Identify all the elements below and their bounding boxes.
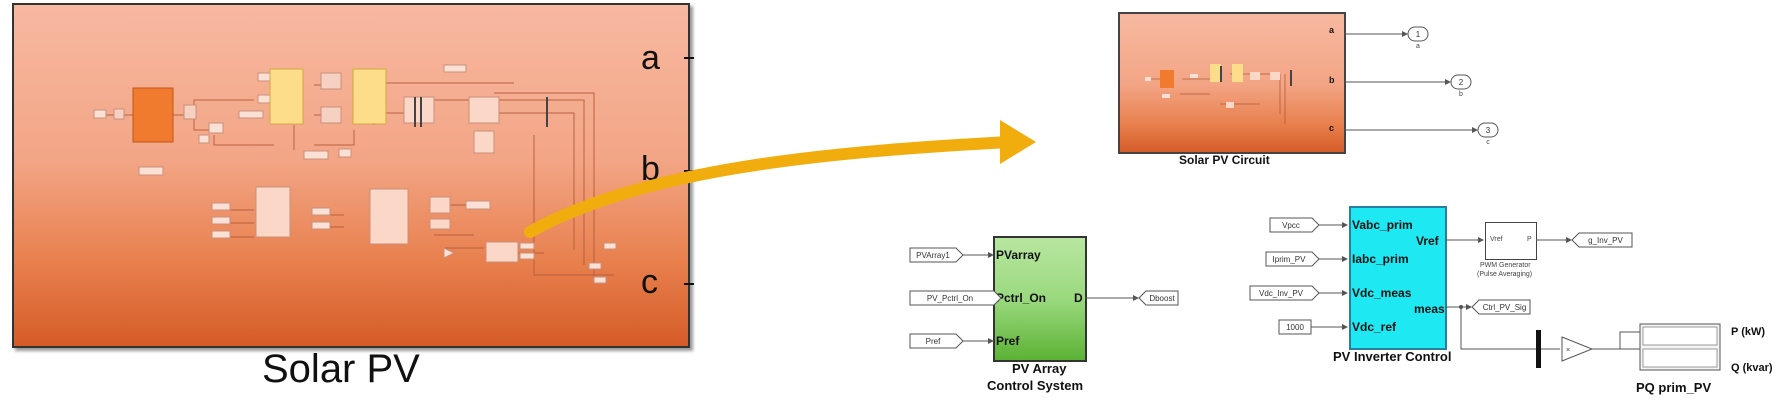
- goto-dboost[interactable]: Dboost: [1149, 293, 1175, 303]
- solar-pv-port-a: a: [641, 39, 660, 77]
- from-pv-pctrl-on[interactable]: PV_Pctrl_On: [926, 293, 974, 303]
- from-vpcc[interactable]: Vpcc: [1282, 220, 1300, 230]
- outport-1-name: a: [1416, 43, 1420, 50]
- demux-bar: [1536, 330, 1541, 368]
- pv-array-caption-2: Control System: [987, 378, 1084, 393]
- solar-pv-port-b: b: [641, 150, 660, 188]
- const-vdc-ref[interactable]: 1000: [1286, 322, 1304, 332]
- solar-pv-circuit-inner: [1145, 64, 1292, 124]
- outport-2[interactable]: 2: [1458, 77, 1464, 87]
- circuit-port-a: a: [1329, 25, 1335, 35]
- solar-pv-inner-model: [93, 64, 617, 284]
- outport-1[interactable]: 1: [1415, 29, 1421, 39]
- outport-3[interactable]: 3: [1485, 125, 1491, 135]
- from-vdc-inv-pv[interactable]: Vdc_Inv_PV: [1258, 288, 1304, 298]
- pv-array-caption-1: PV Array: [1012, 361, 1067, 376]
- from-pvarray1[interactable]: PVArray1: [916, 250, 950, 260]
- inv-in-vdc-ref: Vdc_ref: [1352, 320, 1397, 334]
- outport-3-name: c: [1486, 139, 1490, 146]
- outport-2-name: b: [1459, 91, 1463, 98]
- pv-inverter-caption: PV Inverter Control: [1333, 349, 1452, 364]
- goto-ctrl-pv-sig[interactable]: Ctrl_PV_Sig: [1482, 302, 1527, 312]
- inv-out-vref: Vref: [1416, 234, 1439, 248]
- pv-array-in-pref: Pref: [996, 334, 1020, 348]
- inv-in-iabc-prim: Iabc_prim: [1352, 252, 1409, 266]
- pwm-caption-2: (Pulse Averaging): [1477, 271, 1533, 278]
- pv-array-in-pvarray: PVarray: [996, 248, 1041, 262]
- pq-q-label: Q (kvar): [1731, 362, 1773, 374]
- solar-pv-port-c: c: [641, 263, 658, 301]
- solar-pv-circuit-caption: Solar PV Circuit: [1179, 153, 1270, 167]
- svg-text:×: ×: [1566, 347, 1570, 354]
- pwm-caption-1: PWM Generator: [1480, 262, 1531, 269]
- from-pref[interactable]: Pref: [925, 336, 941, 346]
- solar-pv-caption: Solar PV: [262, 347, 420, 391]
- pv-array-out-d: D: [1074, 291, 1083, 305]
- solar-pv-circuit-block[interactable]: [1118, 12, 1346, 154]
- pq-display-caption: PQ prim_PV: [1636, 380, 1712, 395]
- circuit-port-c: c: [1329, 123, 1335, 133]
- pv-array-in-pctrl-on: Pctrl_On: [996, 291, 1047, 305]
- pwm-in-vref: Vref: [1490, 236, 1503, 243]
- solar-pv-subsystem[interactable]: [12, 3, 690, 348]
- pv-array-control-block[interactable]: [993, 236, 1087, 362]
- pwm-generator-block[interactable]: [1485, 222, 1537, 260]
- from-iprim-pv[interactable]: Iprim_PV: [1272, 254, 1306, 264]
- pwm-out-p: P: [1527, 236, 1532, 243]
- inv-in-vdc-meas: Vdc_meas: [1352, 286, 1412, 300]
- goto-g-inv-pv[interactable]: g_Inv_PV: [1588, 235, 1623, 245]
- circuit-port-b: b: [1329, 75, 1335, 85]
- pq-p-label: P (kW): [1731, 326, 1766, 338]
- pv-inverter-control-block[interactable]: [1349, 206, 1447, 350]
- inv-in-vabc-prim: Vabc_prim: [1352, 218, 1413, 232]
- inv-out-meas: meas: [1414, 302, 1445, 316]
